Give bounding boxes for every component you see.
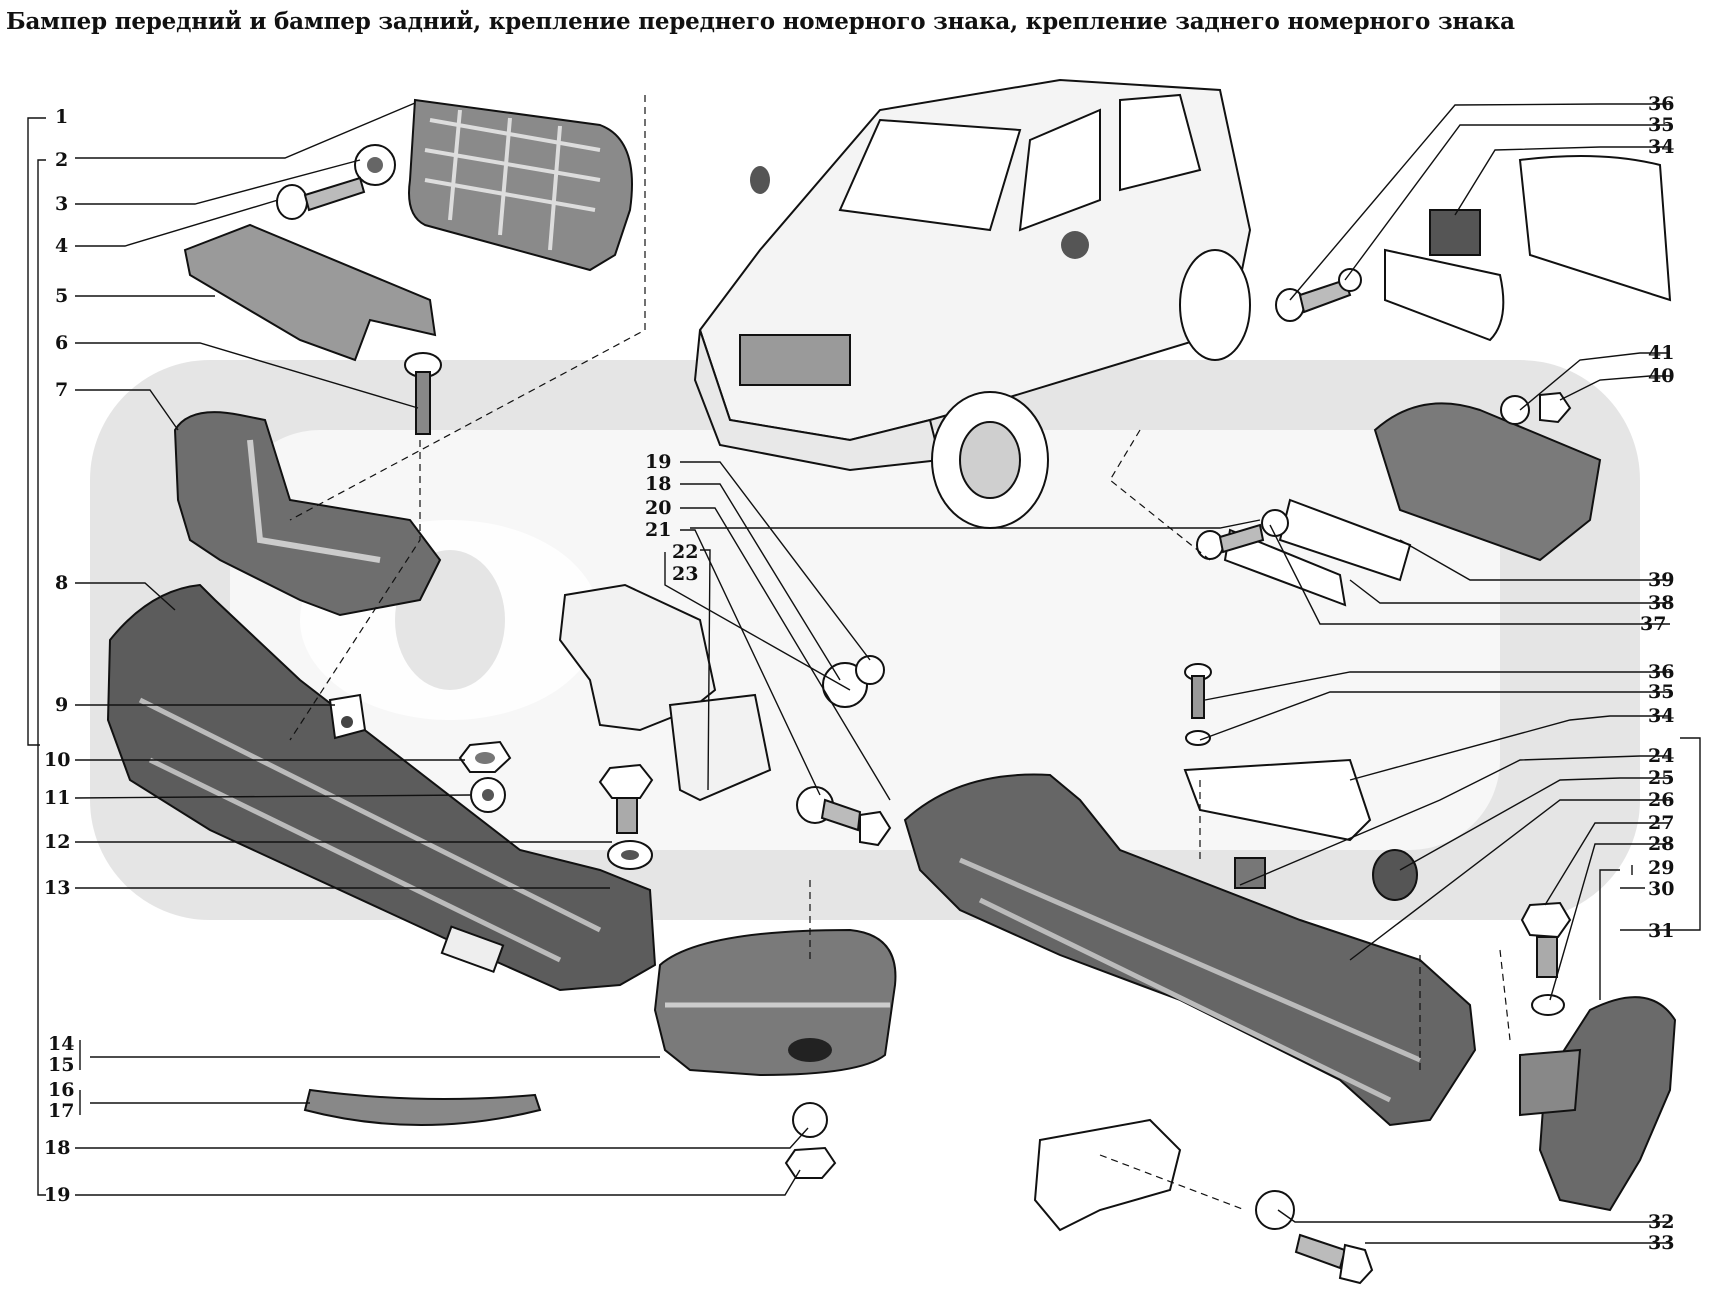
screw-6	[404, 352, 442, 435]
callout-11: 11	[44, 787, 70, 809]
rear-bumper-24	[903, 773, 1477, 1127]
callout-12: 12	[44, 831, 70, 853]
callout-18-mid: 18	[645, 473, 671, 495]
callout-labels-mid: 19 18 20 21 22 23	[645, 451, 698, 585]
frame-bracket	[1033, 1118, 1182, 1232]
callout-28: 28	[1648, 833, 1674, 855]
rear-plate-bracket-34	[1384, 155, 1672, 342]
callout-20: 20	[645, 497, 671, 519]
rubber-bumper-25	[1234, 849, 1418, 901]
callout-16: 16	[48, 1079, 74, 1101]
callout-8: 8	[55, 572, 68, 594]
leader-lines	[27, 102, 1701, 1244]
callout-10: 10	[44, 749, 70, 771]
washer-21	[796, 655, 892, 847]
callout-21: 21	[645, 519, 671, 541]
vehicle-body	[693, 78, 1252, 529]
callout-24: 24	[1648, 745, 1674, 767]
callout-17: 17	[48, 1100, 74, 1122]
nut-10	[458, 740, 512, 773]
rear-plate-mount-39	[1223, 391, 1602, 607]
callout-23: 23	[672, 563, 698, 585]
callout-4: 4	[55, 235, 68, 257]
callout-labels-left: 1 2 3 4 5 6 7 8 9 10 11 12 13 14 15 16 1…	[44, 106, 74, 1206]
callout-25: 25	[1648, 767, 1674, 789]
callout-40: 40	[1648, 365, 1674, 387]
rear-plate-holder-34	[1183, 758, 1372, 842]
callout-29: 29	[1648, 857, 1674, 879]
callout-19: 19	[44, 1184, 70, 1206]
callout-31: 31	[1648, 920, 1674, 942]
callout-3: 3	[55, 193, 68, 215]
rear-end-cap-27	[1519, 996, 1677, 1212]
callout-36-top: 36	[1648, 93, 1674, 115]
callout-22: 22	[672, 541, 698, 563]
nut-19	[784, 1146, 837, 1179]
callout-41: 41	[1648, 342, 1674, 364]
trim-5	[183, 223, 437, 362]
washer-11	[470, 777, 506, 813]
callout-35-bottom: 35	[1648, 681, 1674, 703]
callout-26: 26	[1648, 789, 1674, 811]
license-plate-bracket-20	[558, 583, 772, 802]
bolt-37	[1196, 509, 1289, 560]
callout-34-bottom: 34	[1648, 705, 1674, 727]
callout-2: 2	[55, 149, 68, 171]
front-bumper-8	[106, 583, 657, 992]
callout-34-top: 34	[1648, 136, 1674, 158]
callout-labels-right-top: 36 35 34 41 40 39 38 37	[1640, 93, 1674, 635]
bolt-36-bottom	[1184, 663, 1212, 746]
callout-9: 9	[55, 694, 68, 716]
callout-labels-right-bottom: 36 35 34 24 25 26 27 28 29 30 31 32 33	[1648, 661, 1674, 1254]
callout-30: 30	[1648, 878, 1674, 900]
trim-strip-16	[303, 1088, 542, 1126]
washer-18	[792, 1102, 828, 1138]
callout-33: 33	[1648, 1232, 1674, 1254]
callout-37: 37	[1640, 613, 1666, 635]
callout-14: 14	[48, 1033, 74, 1055]
washer-3	[354, 144, 396, 186]
callout-13: 13	[44, 877, 70, 899]
washer-32	[1255, 1190, 1295, 1230]
callout-6: 6	[55, 332, 68, 354]
callout-19-mid: 19	[645, 451, 671, 473]
callout-38: 38	[1648, 592, 1674, 614]
bolt-33	[1294, 1233, 1374, 1285]
bolt-36-top	[1275, 268, 1362, 322]
callout-35-top: 35	[1648, 114, 1674, 136]
bolt-12	[598, 763, 654, 834]
callout-18: 18	[44, 1137, 70, 1159]
callout-32: 32	[1648, 1211, 1674, 1233]
callout-7: 7	[55, 379, 68, 401]
bolt-28	[1520, 901, 1572, 1016]
callout-39: 39	[1648, 569, 1674, 591]
washer-13	[607, 840, 653, 870]
callout-1: 1	[55, 106, 68, 128]
callout-27: 27	[1648, 812, 1674, 834]
callout-15: 15	[48, 1054, 74, 1076]
grille-insert	[408, 98, 633, 272]
callout-36-bottom: 36	[1648, 661, 1674, 683]
page-title: Бампер передний и бампер задний, креплен…	[6, 8, 1515, 35]
bolt-4	[276, 176, 366, 220]
bumper-end-cap-14	[653, 928, 897, 1077]
assembly-lines	[289, 95, 1511, 1211]
bumper-bracket-7	[173, 411, 442, 617]
callout-5: 5	[55, 285, 68, 307]
clip-9	[328, 693, 367, 740]
